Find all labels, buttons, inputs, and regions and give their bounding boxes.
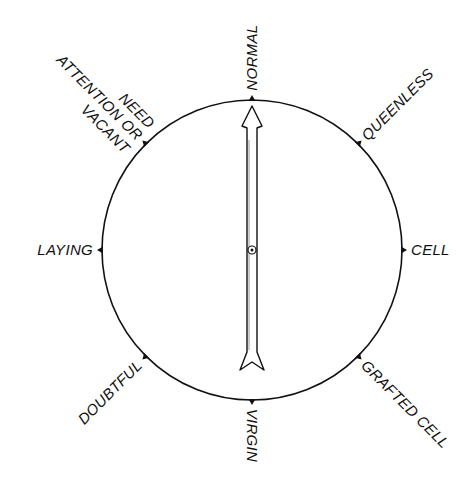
status-label: CELL	[411, 241, 450, 258]
tick-triangle	[249, 399, 256, 405]
pivot	[248, 246, 256, 254]
tick-triangle	[355, 140, 362, 147]
tick-marks	[97, 95, 407, 405]
pivot-center	[251, 249, 254, 252]
tick-triangle	[401, 247, 407, 254]
tick-triangle	[355, 353, 362, 360]
pointer-shading	[249, 140, 250, 350]
dial-pointer	[240, 106, 264, 370]
status-label: LAYING	[37, 241, 93, 258]
status-label: QUEENLESS	[358, 65, 437, 144]
status-label: VIRGIN	[243, 409, 260, 462]
tick-triangle	[142, 353, 149, 360]
status-label: DOUBTFUL	[75, 356, 146, 427]
status-label: NEED ATTENTION OR VACANT	[31, 29, 158, 156]
status-label: NORMAL	[243, 25, 260, 91]
tick-triangle	[142, 140, 149, 147]
status-label: GRAFTED CELL	[358, 356, 453, 451]
tick-triangle	[97, 247, 103, 254]
dial-circle	[102, 100, 402, 400]
tick-triangle	[249, 95, 256, 101]
